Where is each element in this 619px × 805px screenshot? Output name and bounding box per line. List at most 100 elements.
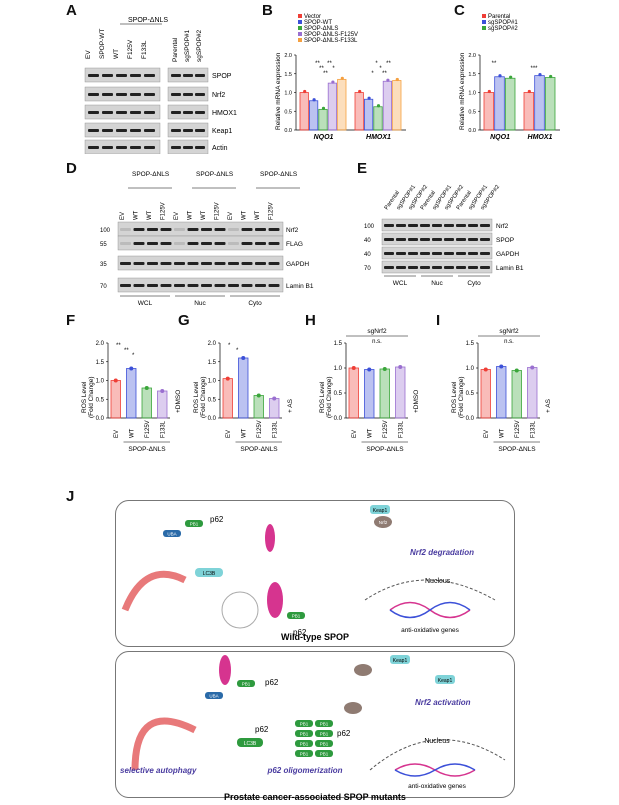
bar: [348, 367, 359, 419]
point: [530, 365, 535, 370]
band: [102, 146, 113, 149]
band: [171, 74, 181, 77]
group-label: SPOP-ΔNLS: [366, 446, 404, 453]
band: [116, 93, 127, 96]
band: [201, 242, 212, 245]
uba-pill-text: UBA: [167, 532, 176, 537]
band: [171, 146, 181, 149]
category-label: F125V: [145, 420, 151, 438]
tick-label: 1.5: [334, 341, 343, 347]
band: [195, 111, 205, 114]
band: [116, 146, 127, 149]
category-label: NQO1: [490, 134, 510, 141]
tick-label: 2.0: [284, 53, 292, 59]
band: [420, 224, 430, 227]
condition-label: + AS: [545, 398, 552, 413]
bar: [327, 82, 337, 131]
nucleus-boundary: [364, 579, 496, 601]
top-caption: Wild-type SPOP: [281, 632, 349, 642]
category-label: WT: [241, 428, 247, 438]
band: [480, 252, 490, 255]
point: [538, 73, 542, 77]
lane-label: EV: [228, 212, 234, 220]
bar: [337, 78, 347, 131]
band: [420, 238, 430, 241]
row-label: FLAG: [286, 241, 303, 248]
band: [480, 238, 490, 241]
panel-label-j: J: [66, 488, 75, 505]
pb1-pill: [185, 520, 203, 527]
bar: [373, 106, 383, 131]
autophagosome: [131, 717, 197, 771]
point: [144, 386, 149, 390]
y-label-2: (Fold Change): [458, 376, 465, 418]
point: [358, 89, 362, 94]
point: [113, 378, 118, 383]
band: [444, 252, 454, 255]
band: [187, 262, 199, 265]
band: [116, 111, 127, 114]
category-label: HMOX1: [528, 134, 553, 141]
category-label: WT: [367, 428, 373, 438]
condition-top: sgNrf2: [367, 328, 387, 335]
tick-label: 0.0: [96, 416, 105, 422]
lane-label: EV: [85, 50, 92, 59]
band: [183, 146, 193, 149]
band: [130, 146, 141, 149]
bar: [483, 92, 495, 131]
tick-label: 1.0: [96, 379, 105, 385]
sig-mark: *: [379, 66, 382, 72]
bar: [110, 380, 121, 419]
band: [102, 74, 113, 77]
pb1-pill-text: PB1: [320, 732, 329, 737]
band: [396, 238, 406, 241]
condition-label: +DMSO: [175, 390, 182, 413]
band: [228, 228, 239, 231]
band: [195, 74, 205, 77]
band: [195, 93, 205, 96]
tick-label: 1.0: [466, 366, 475, 372]
panel-e-svg: ParentalsgSPOP#1sgSPOP#2ParentalsgSPOP#1…: [364, 184, 524, 287]
panel-label-c: C: [454, 2, 465, 19]
fraction-label: Nuc: [194, 300, 206, 307]
band: [133, 284, 145, 287]
row-label: HMOX1: [212, 110, 237, 117]
bar: [299, 92, 309, 131]
category-label: F125V: [383, 420, 389, 438]
band: [174, 228, 185, 231]
panel-label-e: E: [357, 160, 368, 177]
bar: [253, 395, 264, 419]
legend-label: sgSPOP#1: [488, 20, 518, 26]
spop-shape: [265, 524, 275, 552]
row-label: GAPDH: [496, 251, 519, 258]
legend-swatch: [298, 38, 302, 42]
nrf2-label: Nrf2: [379, 520, 388, 525]
category-label: EV: [352, 430, 358, 438]
band: [130, 111, 141, 114]
uba-pill: [163, 530, 181, 537]
band: [102, 129, 113, 132]
bar: [238, 357, 249, 419]
pb1-pill-text: PB1: [320, 752, 329, 757]
point: [549, 74, 553, 79]
band: [241, 242, 253, 245]
keap1-label: Keap1: [438, 678, 453, 684]
band: [255, 262, 266, 265]
band: [268, 262, 280, 265]
lane-label: EV: [174, 212, 180, 220]
y-label: ROS Level: [319, 381, 326, 413]
tick-label: 2.0: [96, 341, 105, 347]
mw-label: 70: [364, 266, 371, 272]
band: [133, 228, 145, 231]
pb1-pill-text: PB1: [320, 722, 329, 727]
group-label: SPOP-ΔNLS: [128, 446, 166, 453]
group-label: SPOP-ΔNLS: [196, 171, 234, 178]
point: [272, 396, 277, 401]
bar: [157, 390, 168, 419]
sig-mark: **: [327, 61, 332, 67]
band: [444, 266, 454, 269]
point: [487, 89, 491, 94]
band: [147, 284, 158, 287]
lane-label: sgSPOP#2: [196, 29, 203, 62]
